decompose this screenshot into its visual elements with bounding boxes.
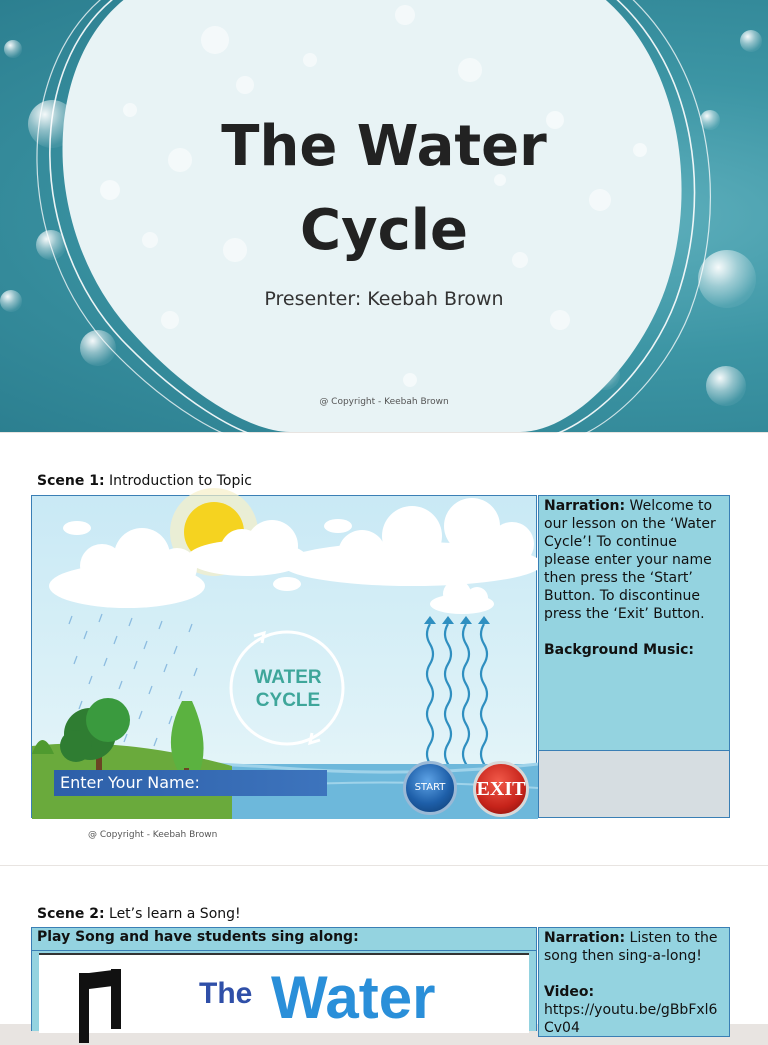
scene1-narration-text: Welcome to our lesson on the ‘Water Cycl… xyxy=(544,498,716,622)
scene2-video-label: Video: xyxy=(544,984,595,1000)
slide-copyright: @ Copyright - Keebah Brown xyxy=(319,397,449,407)
slide-title-line1: The Water xyxy=(221,114,547,179)
bubble-decoration xyxy=(4,40,22,58)
scene2-instruction: Play Song and have students sing along: xyxy=(31,927,537,951)
bubble-decoration xyxy=(740,30,762,52)
scene2-narration-label: Narration: xyxy=(544,930,626,946)
scene2-label: Scene 2: Let’s learn a Song! xyxy=(37,906,241,922)
water-cycle-logo: WATER CYCLE xyxy=(250,666,326,712)
slide-title-line2: Cycle xyxy=(300,198,468,263)
start-button[interactable]: START xyxy=(403,761,457,815)
scene2-image-cell: The Water xyxy=(31,951,537,1043)
title-slide: The Water Cycle Presenter: Keebah Brown … xyxy=(0,0,768,446)
scene1-illustration: WATER CYCLE Enter Your Name: START EXIT xyxy=(31,488,542,819)
scene2-label-bold: Scene 2: xyxy=(37,906,105,922)
blob-shape xyxy=(36,0,712,446)
scene2-video-link[interactable]: https://youtu.be/gBbFxl6Cv04 xyxy=(544,1002,718,1036)
scene1-empty-cell xyxy=(538,750,730,818)
enter-name-input[interactable]: Enter Your Name: xyxy=(54,770,327,796)
slide-title: The Water Cycle xyxy=(0,105,768,273)
scene2-narration-text: Listen to the song then sing-a-long! xyxy=(544,930,718,964)
bubble-decoration xyxy=(0,290,22,312)
storyboard-sheet-scene2: Scene 2: Let’s learn a Song! Play Song a… xyxy=(0,866,768,1043)
exit-button[interactable]: EXIT xyxy=(473,761,529,817)
scene1-music-label: Background Music: xyxy=(544,642,695,658)
scene2-narration-cell: Narration: Listen to the song then sing-… xyxy=(538,927,730,1037)
presenter-name: Presenter: Keebah Brown xyxy=(264,288,504,310)
scene1-label: Scene 1: Introduction to Topic xyxy=(37,473,252,489)
scene1-narration: Narration: Welcome to our lesson on the … xyxy=(544,497,724,623)
scene1-narration-cell: Narration: Welcome to our lesson on the … xyxy=(538,495,730,751)
song-title-the: The xyxy=(199,977,253,1010)
water-cycle-logo-line1: WATER xyxy=(254,667,322,688)
scene1-label-text: Introduction to Topic xyxy=(104,473,252,489)
scene2-label-text: Let’s learn a Song! xyxy=(104,906,241,922)
scene1-narration-label: Narration: xyxy=(544,498,626,514)
storyboard-sheet-scene1: Scene 1: Introduction to Topic xyxy=(0,433,768,865)
song-title-water: Water xyxy=(271,964,436,1031)
scene2-narration: Narration: Listen to the song then sing-… xyxy=(544,929,724,965)
song-video-thumbnail[interactable]: The Water xyxy=(39,953,529,1043)
water-cycle-logo-line2: CYCLE xyxy=(255,690,321,711)
bubble-decoration xyxy=(706,366,746,406)
bubble-decoration xyxy=(698,250,756,308)
scene1-copyright: @ Copyright - Keebah Brown xyxy=(88,830,218,840)
scene1-label-bold: Scene 1: xyxy=(37,473,105,489)
music-note-icon xyxy=(79,969,121,1043)
bubble-decoration xyxy=(700,110,720,130)
